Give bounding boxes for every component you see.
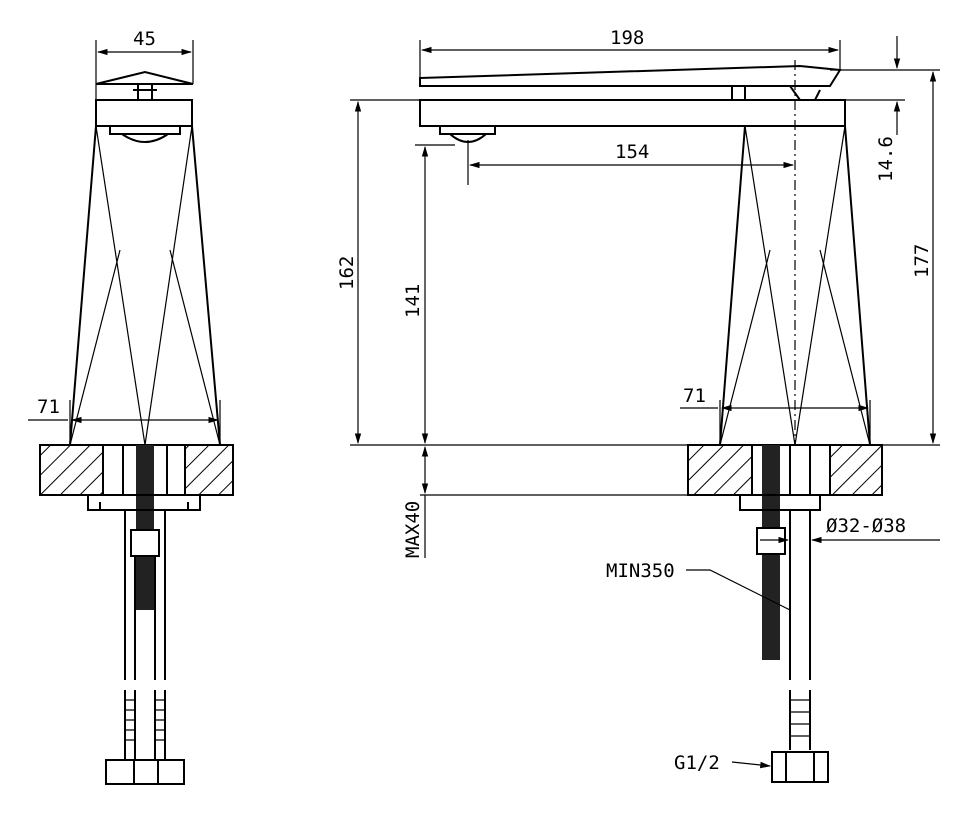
front-aerator xyxy=(109,126,181,143)
dim-front-base-width: 71 xyxy=(37,396,60,418)
front-threaded-shank xyxy=(136,445,154,610)
front-connector-right xyxy=(157,759,185,785)
dim-side-overall-height: 177 xyxy=(911,244,933,278)
dim-side-base-width: 71 xyxy=(683,385,706,407)
front-connector-mid xyxy=(133,759,159,785)
dim-connection-thread: G1/2 xyxy=(674,752,720,774)
side-aerator xyxy=(439,126,496,143)
dim-min-hose-length: MIN350 xyxy=(606,560,675,582)
side-view: 198 154 162 141 MAX40 14.6 177 71 xyxy=(336,27,940,783)
dim-side-spout-outlet-height: 141 xyxy=(402,284,424,318)
side-spout xyxy=(419,99,846,127)
dim-side-body-height: 162 xyxy=(336,256,358,290)
front-connector-left xyxy=(105,759,135,785)
leader-min-hose-length xyxy=(686,569,791,611)
side-handle-lever xyxy=(419,64,842,87)
front-handle-cap xyxy=(95,70,194,85)
dim-max-deck-thickness: MAX40 xyxy=(402,501,424,558)
dim-side-overall-length: 198 xyxy=(610,27,644,49)
side-nut xyxy=(756,527,786,555)
dim-side-spout-reach: 154 xyxy=(615,141,649,163)
leader-connection-thread xyxy=(731,761,772,769)
front-body-facets xyxy=(69,249,221,446)
front-view: 45 71 xyxy=(28,28,234,785)
side-hose xyxy=(789,510,811,680)
side-mounting-plate xyxy=(739,494,821,511)
front-body xyxy=(68,125,222,446)
front-hoses xyxy=(124,510,166,680)
dim-side-handle-height: 14.6 xyxy=(875,136,897,182)
front-nut xyxy=(130,529,160,557)
front-mounting-plate xyxy=(87,494,201,511)
side-handle-joint xyxy=(731,85,821,101)
dim-front-top-width: 45 xyxy=(133,28,156,50)
dim-hole-diameter: Ø32-Ø38 xyxy=(826,515,906,537)
side-connector xyxy=(771,751,829,783)
front-top-block xyxy=(95,99,193,127)
front-handle-stem xyxy=(133,84,157,100)
